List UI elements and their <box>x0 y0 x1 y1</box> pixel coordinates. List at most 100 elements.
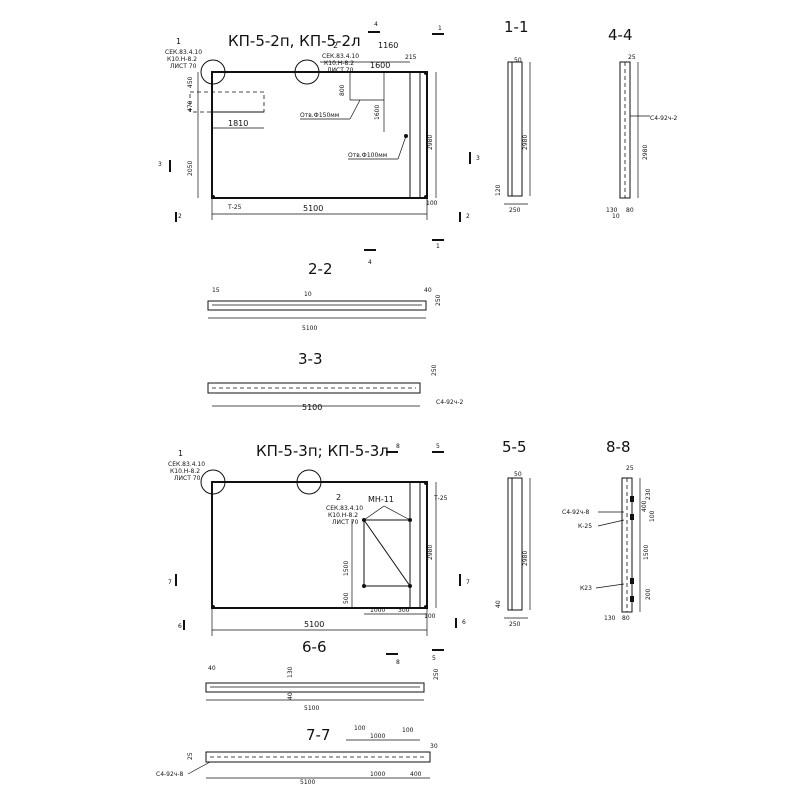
section-2-2: 2-2 15 10 40 250 5100 <box>207 260 442 332</box>
dim-1160: 1160 <box>378 41 398 50</box>
panel-2-dim-1000: 1000 <box>370 607 385 614</box>
hole-100-label: Отв.Ф100мм <box>348 152 387 159</box>
section-4-4-dim-130: 130 <box>606 207 618 214</box>
cut-7-left: 7 <box>168 579 172 586</box>
cut-7-right: 7 <box>466 579 470 586</box>
panel-1-node-2-circle <box>294 59 320 85</box>
section-7-7-dim-100-b: 100 <box>402 727 414 734</box>
dim-215: 215 <box>405 54 417 61</box>
dim-2980: 2980 <box>427 135 434 150</box>
cut-4-bottom: 4 <box>368 259 372 266</box>
section-7-7-title: 7-7 <box>306 726 331 744</box>
section-2-2-dim-15: 15 <box>212 287 220 294</box>
section-3-3-profile <box>207 382 421 394</box>
dim-1810: 1810 <box>228 119 248 128</box>
section-6-6-dim-5100: 5100 <box>304 705 319 712</box>
section-7-7-dim-100-a: 100 <box>354 725 366 732</box>
cut-3-right: 3 <box>476 155 480 162</box>
section-1-1-dim-120: 120 <box>495 184 502 196</box>
section-8-8-label-c4: С4-92ч-8 <box>562 509 590 516</box>
panel-2-title: КП-5-3п; КП-5-3л <box>256 442 389 460</box>
panel-2-node-2-ref-2: К10.Н-8.2 <box>328 512 358 519</box>
panel-1-node-2-ref-1: СЕК.83.4.10 <box>322 53 359 60</box>
section-1-1-dim-50: 50 <box>514 57 522 64</box>
section-8-8-dim-200: 200 <box>645 588 652 600</box>
section-8-8-label-k23: К23 <box>580 585 592 592</box>
panel-2-node-1-ref-1: СЕК.83.4.10 <box>168 461 205 468</box>
panel-2-outline <box>211 481 428 609</box>
panel-1-node-2-ref-2: К10.Н-8.2 <box>324 60 354 67</box>
dim-1600-horizontal: 1600 <box>370 61 390 70</box>
section-3-3-label: С4-92ч-2 <box>436 399 464 406</box>
section-7-7-dim-1000-top: 1000 <box>370 733 385 740</box>
panel-2-mn-label: МН-11 <box>368 495 394 504</box>
section-4-4: 4-4 25 2980 С4-92ч-2 130 80 10 <box>606 26 678 220</box>
cut-8-top: 8 <box>396 443 400 450</box>
section-6-6-profile <box>205 682 425 693</box>
panel-1-node-1-circle <box>200 59 226 85</box>
section-5-5-profile <box>507 477 523 611</box>
dim-100: 100 <box>426 200 438 207</box>
dim-2050: 2050 <box>187 161 194 176</box>
section-3-3-title: 3-3 <box>298 350 323 368</box>
panel-2-node-2-ref-1: СЕК.83.4.10 <box>326 505 363 512</box>
panel-1-node-1-ref-3: ЛИСТ 70 <box>170 63 197 70</box>
panel-2-node-2-circle <box>296 469 322 495</box>
section-7-7: 7-7 100 1000 100 30 25 5100 1000 400 С4-… <box>156 725 438 786</box>
section-5-5: 5-5 50 2980 40 250 <box>495 438 531 628</box>
section-1-1-dim-250: 250 <box>509 207 521 214</box>
cut-3-left: 3 <box>158 161 162 168</box>
section-6-6-dim-40-b: 40 <box>287 692 294 700</box>
section-8-8-dim-80: 80 <box>622 615 630 622</box>
section-4-4-title: 4-4 <box>608 26 633 44</box>
section-2-2-dim-5100: 5100 <box>302 325 317 332</box>
section-8-8-dim-25: 25 <box>626 465 634 472</box>
panel-2-dim-2980: 2980 <box>427 545 434 560</box>
section-6-6-dim-40: 40 <box>208 665 216 672</box>
panel-1-node-2-ref-3: ЛИСТ 70 <box>327 67 354 74</box>
weld-t25-label: Т-25 <box>227 204 242 211</box>
panel-1-node-2-num: 2 <box>333 41 338 50</box>
panel-2-dim-300: 300 <box>398 607 410 614</box>
panel-2-embedded-frame <box>363 519 411 587</box>
panel-2-node-1-ref-3: ЛИСТ 70 <box>174 475 201 482</box>
section-8-8-title: 8-8 <box>606 438 631 456</box>
section-2-2-title: 2-2 <box>308 260 333 278</box>
panel-2-dim-5100: 5100 <box>304 620 324 629</box>
section-2-2-dim-250: 250 <box>435 294 442 306</box>
section-4-4-dim-10: 10 <box>612 213 620 220</box>
dim-470: 470 <box>187 100 194 112</box>
hole-150-label: Отв.Ф150мм <box>300 112 339 119</box>
cut-5-bottom: 5 <box>432 655 436 662</box>
section-7-7-label: С4-92ч-8 <box>156 771 184 778</box>
section-5-5-title: 5-5 <box>502 438 527 456</box>
cut-4-top: 4 <box>374 21 378 28</box>
section-2-2-dim-10: 10 <box>304 291 312 298</box>
panel-kp-5-3: КП-5-3п; КП-5-3л 1 СЕК.83.4.10 К10.Н-8.2… <box>168 442 470 666</box>
panel-1-node-1-ref-2: К10.Н-8.2 <box>167 56 197 63</box>
dim-1600-vertical: 1600 <box>374 105 381 120</box>
panel-2-node-1-ref-2: К10.Н-8.2 <box>170 468 200 475</box>
cut-6-right: 6 <box>462 619 466 626</box>
section-4-4-dim-2980: 2980 <box>642 145 649 160</box>
panel-2-node-1-num: 1 <box>178 449 183 458</box>
cut-5-top: 5 <box>436 443 440 450</box>
section-6-6-title: 6-6 <box>302 638 327 656</box>
cut-2-left: 2 <box>178 213 182 220</box>
panel-2-node-2-num: 2 <box>336 493 341 502</box>
section-5-5-dim-40: 40 <box>495 600 502 608</box>
panel-kp-5-2: КП-5-2п, КП-5-2л 1 СЕК.83.4.10 К10.Н-8.2… <box>158 21 480 266</box>
panel-2-node-2-ref-3: ЛИСТ 70 <box>332 519 359 526</box>
section-8-8-dim-400: 400 <box>641 500 648 512</box>
cut-1-top: 1 <box>438 25 442 32</box>
cut-8-bottom: 8 <box>396 659 400 666</box>
section-7-7-dim-25: 25 <box>187 752 194 760</box>
section-1-1-profile <box>507 61 523 197</box>
panel-2-dim-1500: 1500 <box>343 561 350 576</box>
section-1-1: 1-1 50 2980 120 250 <box>495 18 531 214</box>
panel-1-node-1-ref-1: СЕК.83.4.10 <box>165 49 202 56</box>
panel-2-t25-label: Т-25 <box>433 495 448 502</box>
section-3-3: 3-3 250 5100 С4-92ч-2 <box>207 350 464 412</box>
dim-450: 450 <box>187 76 194 88</box>
